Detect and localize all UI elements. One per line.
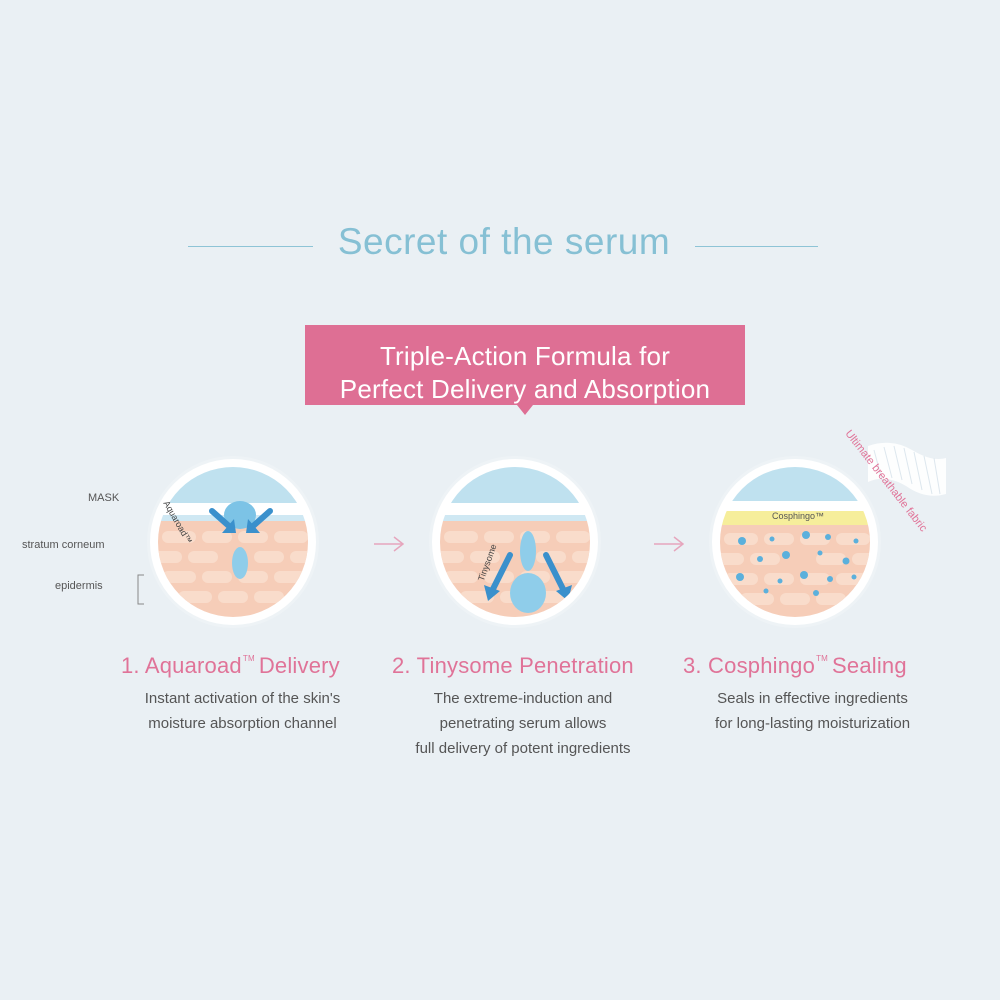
header-rule-right [695,246,818,247]
section-header: Secret of the serum [0,215,1000,275]
section-title: Secret of the serum [337,221,671,262]
step-arrow-2 [654,536,685,552]
aquaroad-diagram: Aquaroad™ [150,459,316,625]
step-arrow-1 [374,536,405,552]
header-rule-left [188,246,313,247]
cosphingo-diagram: Cosphingo™ [712,459,878,625]
step-2-desc-line: penetrating serum allows [439,715,607,732]
banner-shape [305,325,745,415]
step-1-desc-line: Instant activation of the skin's [144,690,341,707]
step-2-desc-line: The extreme-induction and [433,690,613,707]
formula-banner: Triple-Action Formula for Perfect Delive… [305,325,745,433]
step-3-description: Seals in effective ingredients for long-… [670,686,955,736]
banner-line-1: Triple-Action Formula for [379,341,671,371]
epidermis-bracket [137,574,144,605]
step-3-desc-line: Seals in effective ingredients [717,690,908,707]
banner-line-2: Perfect Delivery and Absorption [339,374,711,404]
step-1-description: Instant activation of the skin's moistur… [110,686,375,736]
fabric-icon [868,442,946,496]
epidermis-label: epidermis [55,580,103,592]
step-1-desc-line: moisture absorption channel [148,715,337,732]
step-2-title: 2. Tinysome Penetration [392,653,634,678]
stratum-corneum-label: stratum corneum [22,539,105,551]
step-3-desc-line: for long-lasting moisturization [714,715,911,732]
step-2-description: The extreme-induction and penetrating se… [378,686,668,761]
step-2-desc-line: full delivery of potent ingredients [415,740,631,757]
mask-label: MASK [88,492,120,504]
cosphingo-circle-label: Cosphingo™ [772,511,825,521]
tinysome-diagram: Tinysome [432,459,598,625]
